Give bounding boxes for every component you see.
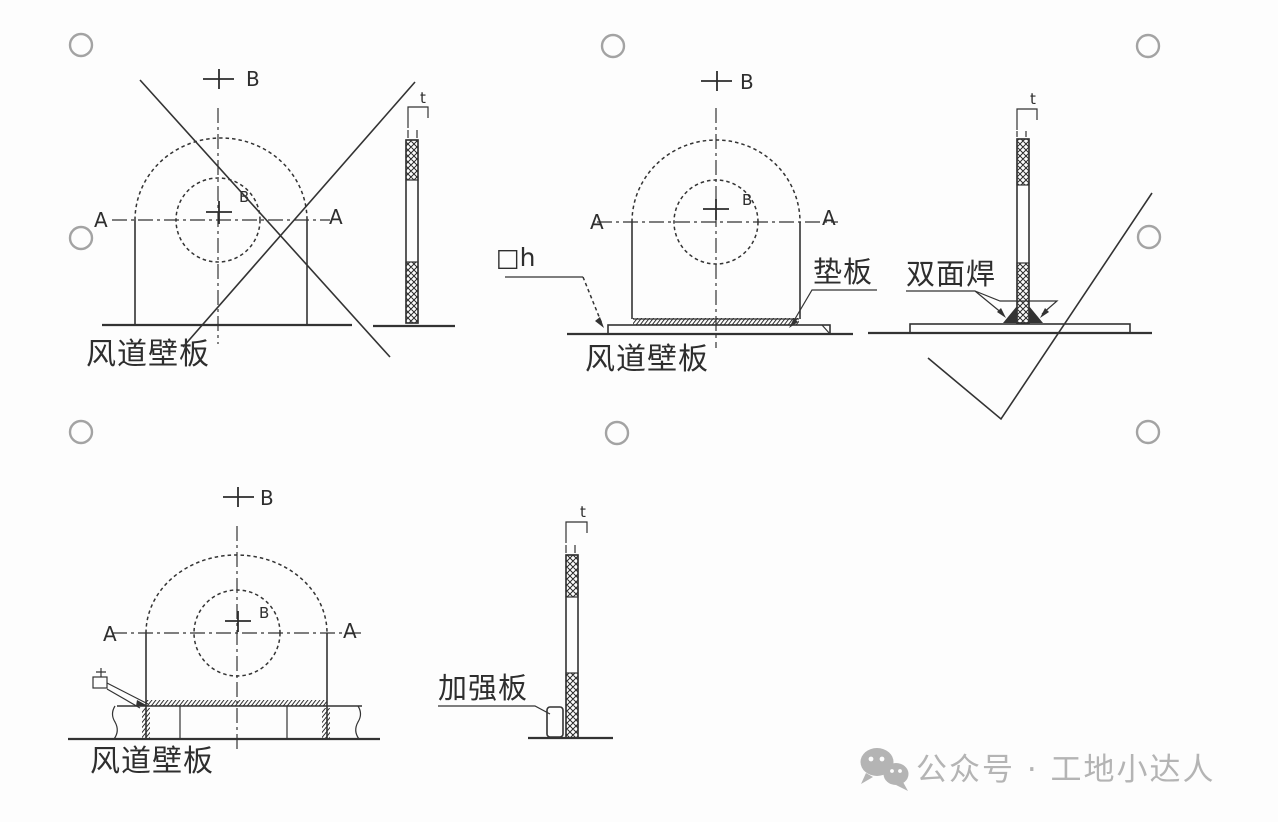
registration-circle <box>68 225 94 251</box>
figure-reinforced: B A A B 风道壁板 t 加强板 <box>68 486 613 779</box>
section-cross-center <box>225 611 251 632</box>
cross-out-icon <box>139 79 416 358</box>
figure-backing-plate-section: t 双面焊 <box>868 90 1153 421</box>
figure-direct-weld: B A A B 风道壁板 t <box>86 67 455 372</box>
backing-plate-rect <box>607 324 831 335</box>
double-weld-arrow-left <box>997 308 1006 318</box>
section-letter-left: A <box>103 622 117 646</box>
double-weld-leader <box>906 290 1059 315</box>
plate-section-bar <box>405 139 419 324</box>
weld-size-arrow <box>595 317 604 328</box>
reinforcement-label: 加强板 <box>438 671 528 705</box>
registration-circle <box>604 420 630 446</box>
strip-break-left <box>111 705 118 740</box>
section-letter-left: A <box>590 210 604 234</box>
plate-section-weld-bottom <box>405 261 419 324</box>
figure-reinforced-section: t 加强板 <box>438 503 613 740</box>
registration-circle <box>68 32 94 58</box>
section-letter-top: B <box>246 67 260 91</box>
registration-circles <box>68 32 1162 446</box>
wall-plate-label: 风道壁板 <box>86 337 210 372</box>
thickness-bracket <box>565 521 588 553</box>
section-cross-top <box>203 69 234 89</box>
reinforcement-leader <box>438 705 551 715</box>
thickness-letter: t <box>420 89 426 107</box>
hole-center-letter: B <box>239 188 249 206</box>
figure-backing-plate: B A A B □h 垫板 风道壁板 t 双面焊 <box>496 70 1153 421</box>
plate-section-weld-bottom <box>1016 262 1030 324</box>
watermark-text: 公众号 · 工地小达人 <box>916 752 1216 788</box>
registration-circle <box>1136 224 1162 250</box>
section-letter-top: B <box>260 486 274 510</box>
strip-weld-hatch-right <box>322 708 330 738</box>
registration-circle <box>1135 419 1161 445</box>
hole-center-letter: B <box>742 191 752 209</box>
section-letter-right: A <box>343 619 357 643</box>
check-icon <box>927 192 1153 421</box>
thickness-letter: t <box>1030 90 1036 108</box>
thickness-bracket <box>1016 108 1038 137</box>
lug-dome-arc <box>134 137 308 221</box>
plate-section-weld-top <box>405 139 419 181</box>
strip-joint-lines <box>179 706 288 739</box>
reinforcement-plate-section <box>546 706 564 738</box>
section-letter-left: A <box>94 208 108 232</box>
registration-circle <box>1135 33 1161 59</box>
plate-section-bar <box>1016 138 1030 324</box>
weld-size-leader-diagonal <box>582 276 603 325</box>
section-cross-center <box>206 201 232 224</box>
registration-circle <box>600 33 626 59</box>
wall-plate-label: 风道壁板 <box>585 342 709 377</box>
plate-section-weld-top <box>565 554 579 598</box>
section-cross-center <box>703 199 729 220</box>
backing-plate-bevel <box>821 324 831 335</box>
fillet-weld-left <box>1003 306 1017 323</box>
section-cross-top <box>223 487 254 507</box>
watermark: 公众号 · 工地小达人 <box>860 748 1216 791</box>
figure-direct-weld-section: t <box>373 89 455 328</box>
fillet-weld-right <box>1029 306 1043 323</box>
weld-size-label: □h <box>496 243 535 272</box>
plate-section-weld-top <box>1016 138 1030 186</box>
backing-plate-label: 垫板 <box>813 255 873 289</box>
backing-plate-leader <box>791 289 877 325</box>
section-cross-top <box>701 71 732 91</box>
thickness-letter: t <box>580 503 586 521</box>
registration-circle <box>68 419 94 445</box>
plate-section-weld-bottom <box>565 672 579 739</box>
weld-flag-symbol <box>92 668 149 709</box>
wall-plate-label: 风道壁板 <box>90 744 214 779</box>
backing-plate-arrow <box>789 318 798 328</box>
double-weld-arrow-right <box>1040 308 1049 318</box>
hole-center-letter: B <box>259 604 269 622</box>
double-weld-label: 双面焊 <box>906 257 996 291</box>
section-letter-right: A <box>822 206 836 230</box>
strip-break-right <box>355 705 362 740</box>
thickness-bracket <box>407 106 429 138</box>
section-letter-right: A <box>329 205 343 229</box>
wechat-icon <box>860 748 909 791</box>
section-letter-top: B <box>740 70 754 94</box>
backing-plate-section <box>909 323 1131 334</box>
